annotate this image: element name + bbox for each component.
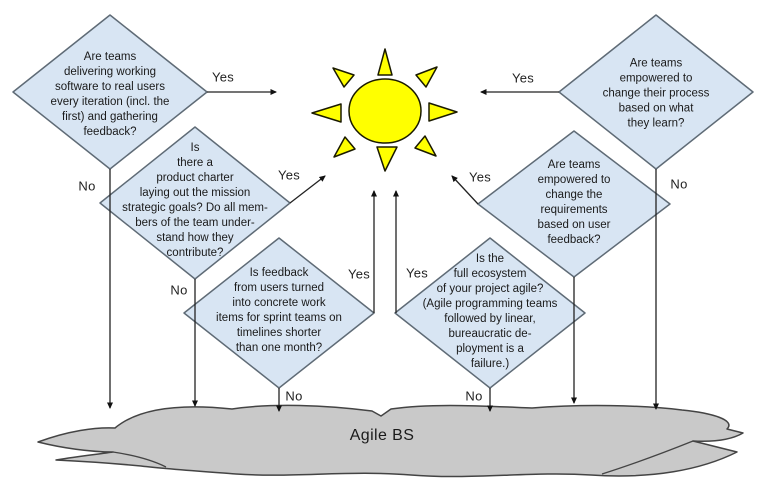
- edge-label-yes-change-requirements: Yes: [468, 169, 492, 185]
- edge-label-yes-change-process: Yes: [511, 70, 535, 86]
- edge-label-no-change-process: No: [670, 176, 688, 192]
- edge-label-no-feedback-work-items: No: [285, 388, 303, 404]
- agile-bs-cloud-label: Agile BS: [349, 427, 415, 444]
- edge-label-no-product-charter: No: [170, 282, 188, 298]
- sun-icon: [311, 48, 458, 172]
- decision-text-change-requirements: Are teams empowered to change the requir…: [537, 159, 611, 246]
- edge-label-yes-working-software: Yes: [211, 69, 235, 85]
- decision-text-change-process: Are teams empowered to change their proc…: [602, 57, 710, 130]
- cloud-shape: [37, 404, 744, 478]
- edge-label-yes-feedback-work-items: Yes: [347, 266, 371, 282]
- edge-label-no-full-ecosystem: No: [465, 388, 483, 404]
- flow-arrows: [107, 89, 659, 412]
- decision-text-full-ecosystem: Is the full ecosystem of your project ag…: [422, 253, 558, 370]
- edge-label-yes-product-charter: Yes: [277, 167, 301, 183]
- decision-text-working-software: Are teams delivering working software to…: [50, 51, 170, 138]
- decision-text-feedback-work-items: Is feedback from users turned into concr…: [216, 267, 342, 354]
- edge-label-yes-full-ecosystem: Yes: [405, 265, 429, 281]
- edge-label-no-working-software: No: [78, 178, 96, 194]
- decision-text-product-charter: Is there a product charter laying out th…: [122, 142, 268, 259]
